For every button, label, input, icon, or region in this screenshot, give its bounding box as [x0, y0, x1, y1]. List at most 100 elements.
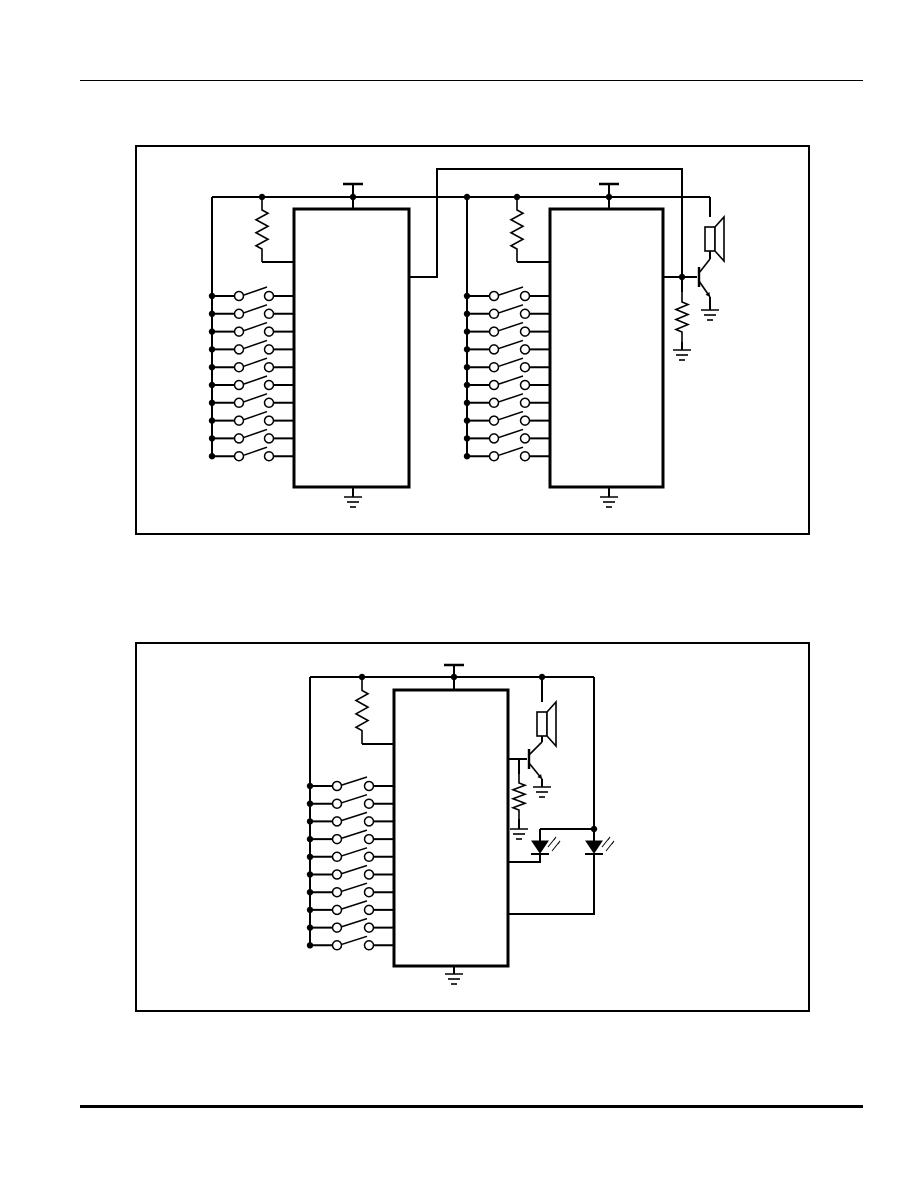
switch-lever [498, 357, 524, 367]
switch-lever [341, 847, 368, 857]
junction-dot [208, 346, 216, 353]
led-ray [547, 836, 557, 848]
ground-symbol [701, 309, 719, 321]
led-return-wire [508, 854, 541, 863]
switch-contact [363, 780, 375, 792]
switch-lever [243, 446, 268, 456]
switch-contact [519, 344, 531, 355]
ground-symbol [673, 349, 691, 361]
ground-symbol [344, 496, 362, 508]
switch-lever [498, 339, 524, 350]
led-symbol [531, 840, 549, 854]
switch-lever [341, 864, 368, 875]
ic-chip [548, 207, 665, 489]
switch-lever [243, 428, 268, 439]
switch-contact [233, 361, 245, 373]
switch-contact [263, 379, 275, 391]
switch-contact [519, 450, 531, 462]
pull-up-resistor [509, 197, 525, 262]
switch-contact [519, 290, 531, 302]
switch-lever [498, 375, 524, 385]
footer-rule [80, 1105, 863, 1108]
switch-lever [498, 393, 524, 403]
switch-contact [363, 833, 375, 845]
junction-dot [306, 835, 314, 843]
junction-dot [208, 435, 216, 442]
led-ray [551, 840, 561, 852]
switch-lever [341, 776, 368, 786]
led-ray [601, 836, 611, 848]
led-ray [605, 840, 615, 852]
npn-transistor-collector [528, 741, 543, 756]
switch-contact [363, 798, 375, 809]
led-return-wire [508, 854, 595, 915]
switch-contact [263, 361, 275, 373]
junction-dot [463, 435, 471, 442]
schematic-frame-top [135, 145, 810, 535]
junction-dot [208, 417, 216, 424]
switch-contact [519, 433, 531, 444]
switch-contact [488, 308, 500, 320]
switch-lever [243, 357, 268, 367]
switch-contact [233, 433, 245, 444]
schematic-frame-bottom [135, 642, 810, 1012]
switch-contact [233, 344, 245, 355]
junction-dot [463, 346, 471, 353]
switch-contact [263, 308, 275, 320]
switch-lever [243, 375, 268, 385]
npn-transistor-collector [698, 258, 711, 274]
switch-contact [488, 433, 500, 444]
switch-contact [233, 415, 245, 426]
switch-lever [498, 410, 524, 421]
switch-contact [331, 886, 343, 898]
junction-dot [306, 871, 314, 878]
junction-dot [208, 399, 216, 406]
junction-dot [306, 924, 314, 931]
switch-contact [363, 851, 375, 863]
switch-contact [519, 379, 531, 391]
switch-contact [488, 415, 500, 426]
switch-contact [488, 397, 500, 409]
emitter-arrow [705, 292, 710, 297]
junction-dot [463, 328, 471, 335]
emitter-arrow [537, 774, 542, 779]
switch-lever [341, 917, 368, 928]
interconnect-wire [409, 168, 683, 278]
switch-contact [331, 851, 343, 863]
junction-dot [463, 381, 471, 389]
switch-contact [263, 433, 275, 444]
switch-lever [341, 829, 368, 839]
switch-contact [363, 869, 375, 880]
junction-dot [208, 328, 216, 335]
schematic-two-chip [208, 168, 725, 508]
switch-lever [498, 321, 524, 332]
ground-symbol [510, 828, 528, 840]
switch-contact [233, 326, 245, 337]
junction-dot [463, 193, 471, 201]
junction-dot [306, 889, 314, 896]
switch-lever [243, 393, 268, 403]
junction-dot [306, 818, 314, 825]
switch-contact [488, 326, 500, 337]
switch-contact [488, 379, 500, 391]
ground-symbol [600, 496, 618, 508]
junction-dot [306, 853, 314, 860]
switch-lever [498, 286, 524, 296]
switch-lever [341, 935, 368, 946]
bias-resistor [510, 774, 528, 819]
ground-symbol [445, 973, 463, 985]
switch-contact [263, 415, 275, 426]
switch-contact [331, 798, 343, 809]
switch-contact [363, 904, 375, 916]
switch-contact [263, 326, 275, 337]
junction-dot [208, 364, 216, 371]
speaker-coil [704, 226, 716, 252]
switch-lever [341, 882, 368, 892]
switch-lever [498, 428, 524, 439]
speaker-cone [714, 214, 725, 264]
switch-contact [331, 904, 343, 916]
led-symbol [585, 840, 603, 854]
switch-lever [243, 304, 268, 314]
junction-dot [208, 381, 216, 389]
switch-contact [488, 290, 500, 302]
